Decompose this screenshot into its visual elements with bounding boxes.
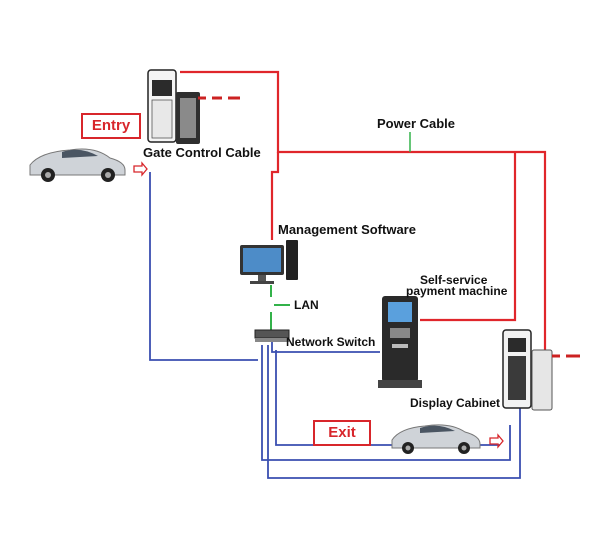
exit-car-icon: [391, 424, 481, 454]
network-cable-kiosk: [271, 340, 380, 353]
power-cable-to-kiosk: [420, 152, 517, 322]
exit-tag: Exit: [313, 420, 371, 446]
management-software-label: Management Software: [278, 222, 416, 237]
entry-gate-icon: [147, 69, 240, 144]
arrow-right-icon: [133, 161, 148, 177]
power-cable-to-pc: [270, 152, 280, 240]
payment-kiosk-icon: [378, 296, 422, 388]
power-cables: [180, 70, 547, 352]
self-service-label: Self-service: [420, 273, 488, 287]
gate-control-cable-label: Gate Control Cable: [143, 145, 261, 160]
network-switch-icon: [254, 329, 290, 342]
network-cables: [149, 172, 521, 479]
arrow-right-icon: [489, 433, 504, 449]
network-switch-label: Network Switch: [286, 335, 376, 349]
payment-machine-label: payment machine: [406, 284, 508, 298]
network-cable-exit-1: [261, 345, 511, 461]
lan-label: LAN: [294, 298, 319, 312]
power-cable-label: Power Cable: [377, 116, 456, 131]
power-cable-gate-entry: [180, 70, 547, 352]
computer-icon: [240, 240, 298, 284]
entry-tag: Entry: [81, 113, 141, 139]
display-cabinet-icon: [502, 329, 580, 411]
network-cable-exit-2: [267, 345, 521, 479]
display-cabinet-label: Display Cabinet: [410, 396, 501, 410]
network-cable-entry: [149, 172, 258, 361]
entry-car-icon: [29, 148, 126, 182]
